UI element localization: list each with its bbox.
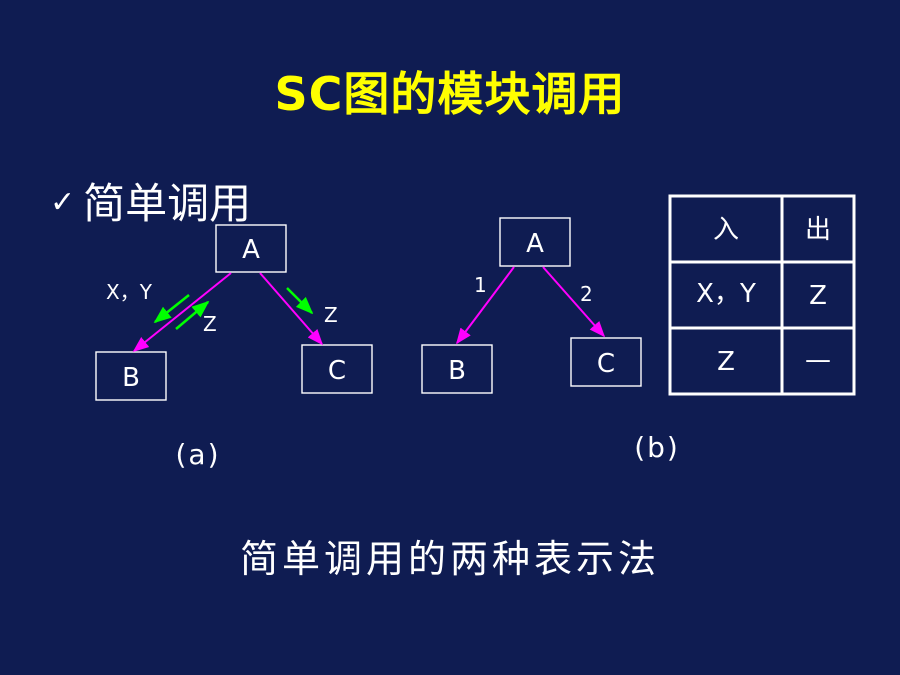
module-b-box (95, 351, 167, 401)
call-arrow-a-to-c (542, 266, 606, 338)
module-a-label: A (526, 229, 544, 259)
slide-caption: 简单调用的两种表示法 (239, 537, 660, 581)
call-arrow-a-to-c (259, 272, 324, 346)
bullet-text: 简单调用 (83, 179, 252, 228)
module-a-label: A (242, 235, 260, 265)
module-b-label: B (448, 356, 466, 386)
data-arrow-up (175, 300, 210, 330)
module-b-label: B (122, 363, 140, 393)
edge-label-1: 1 (474, 273, 487, 297)
parameter-table: 入 出 X，Y Z Z — (668, 194, 856, 396)
table-border (668, 194, 856, 396)
module-c-label: C (597, 349, 615, 379)
data-arrow-to-c (286, 287, 314, 315)
bullet-simple-call: ✓简单调用 (50, 170, 251, 231)
diagram-a: A B C X，Y Z Z (a) (95, 224, 373, 471)
edge-label-2: 2 (580, 282, 593, 306)
slide-title: SC图的模块调用 (274, 67, 626, 121)
table-cell: Z (717, 347, 735, 377)
edge-label-z-up: Z (203, 312, 217, 336)
table-cell: X，Y (696, 279, 756, 309)
check-icon: ✓ (50, 185, 76, 220)
table-cell: Z (809, 281, 827, 311)
module-b-box (421, 344, 493, 394)
module-a-box (215, 224, 287, 273)
module-a-box (499, 217, 571, 267)
call-arrow-a-to-b (132, 272, 232, 353)
edge-label-xy: X，Y (106, 280, 153, 304)
sublabel-a: (a) (175, 438, 220, 471)
table-cell: — (805, 345, 831, 375)
module-c-box (570, 337, 642, 387)
module-c-box (301, 344, 373, 394)
table-header-out: 出 (805, 215, 831, 245)
edge-label-z-c: Z (324, 303, 338, 327)
table-header-in: 入 (713, 215, 739, 245)
call-arrow-a-to-b (456, 266, 515, 345)
module-c-label: C (328, 356, 346, 386)
sublabel-b: (b) (634, 431, 680, 464)
data-arrow-down (153, 294, 190, 324)
diagram-b: A B C 1 2 (b) (421, 217, 680, 464)
